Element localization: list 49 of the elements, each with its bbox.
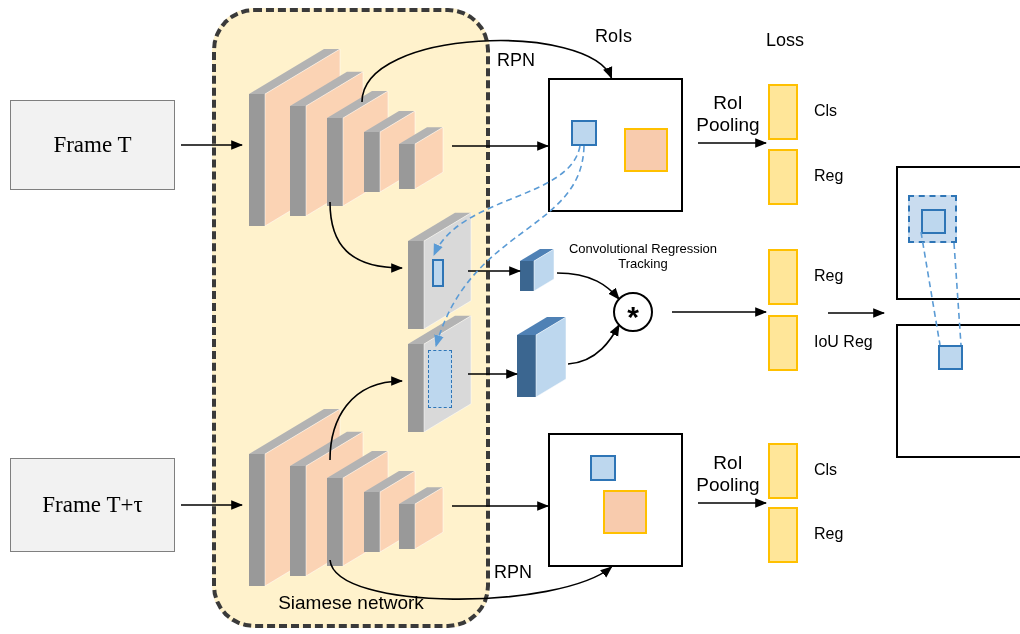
arrow — [329, 559, 613, 600]
loss-label: Cls — [814, 102, 838, 120]
arrow — [361, 39, 613, 103]
frame-label: Frame T+τ — [42, 492, 143, 518]
loss-bar — [768, 249, 798, 305]
search-region-marker — [428, 350, 452, 408]
frame-label: Frame T — [53, 132, 132, 158]
arrow — [697, 138, 768, 148]
arrow — [697, 498, 768, 508]
text-label: RPN — [494, 562, 532, 583]
loss-bar — [768, 507, 798, 563]
text-label: Loss — [766, 30, 805, 51]
input-frame-box — [10, 100, 175, 190]
output-frame — [896, 166, 1020, 300]
loss-bar — [768, 84, 798, 140]
arrow — [329, 201, 404, 273]
text-label: RoIs — [595, 26, 632, 47]
output-frame — [896, 324, 1020, 458]
arrow — [451, 141, 550, 151]
loss-label: Cls — [814, 461, 838, 479]
arrow — [467, 369, 519, 379]
arrow — [180, 140, 244, 150]
loss-bar — [768, 149, 798, 205]
image-frame — [548, 78, 683, 212]
loss-label: Reg — [814, 525, 844, 543]
dashed-region — [212, 8, 490, 628]
arrow — [567, 323, 620, 365]
region-label: Siamese network — [277, 592, 425, 614]
correlation-circle — [613, 292, 653, 332]
arrow — [467, 266, 522, 276]
text-label: RPN — [497, 50, 535, 71]
text-label: Convolutional Regression Tracking — [567, 241, 719, 271]
loss-bar — [768, 315, 798, 371]
arrow — [671, 307, 768, 317]
image-frame — [548, 433, 683, 567]
dashed-arrow — [435, 145, 585, 348]
arrow — [556, 272, 620, 300]
input-frame-box — [10, 458, 175, 552]
arrow — [827, 308, 886, 318]
dashed-arrow — [433, 145, 581, 257]
loss-bar — [768, 443, 798, 499]
search-region-marker — [908, 195, 957, 243]
arrow — [180, 500, 244, 510]
loss-label: Reg — [814, 267, 844, 285]
operator-symbol: * — [627, 302, 639, 332]
arrow — [329, 376, 404, 461]
loss-label: IoU Reg — [814, 333, 873, 351]
loss-label: Reg — [814, 167, 844, 185]
arrow — [451, 501, 550, 511]
